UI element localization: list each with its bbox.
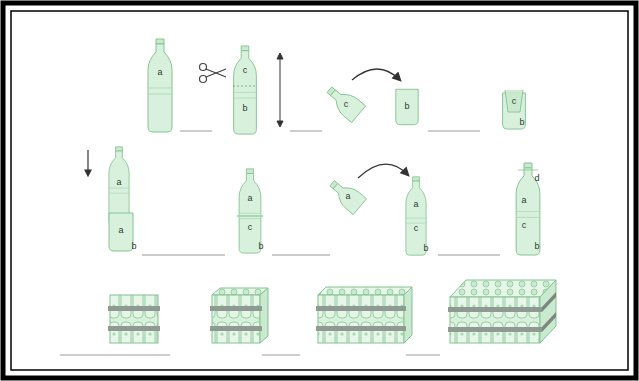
part-letter: c [344,99,349,109]
part-letter: b [519,117,524,127]
part-letter: c [512,96,517,106]
part-letter: b [534,241,539,251]
part-letter: b [131,241,136,251]
part-letter: c [243,65,248,75]
part-letter: a [247,193,252,203]
part-letter: a [413,199,418,209]
part-letter: a [521,195,526,205]
part-letter: c [248,222,253,232]
part-letter: a [116,177,121,187]
part-letter: d [534,173,539,183]
part-letter: c [522,220,527,230]
part-letter: b [404,101,409,111]
part-letter: c [414,223,419,233]
part-letter: a [157,67,162,77]
part-letter: a [345,191,350,201]
part-letter: a [118,225,123,235]
part-letter: b [423,243,428,253]
part-letter: b [242,103,247,113]
part-letter: b [258,241,263,251]
